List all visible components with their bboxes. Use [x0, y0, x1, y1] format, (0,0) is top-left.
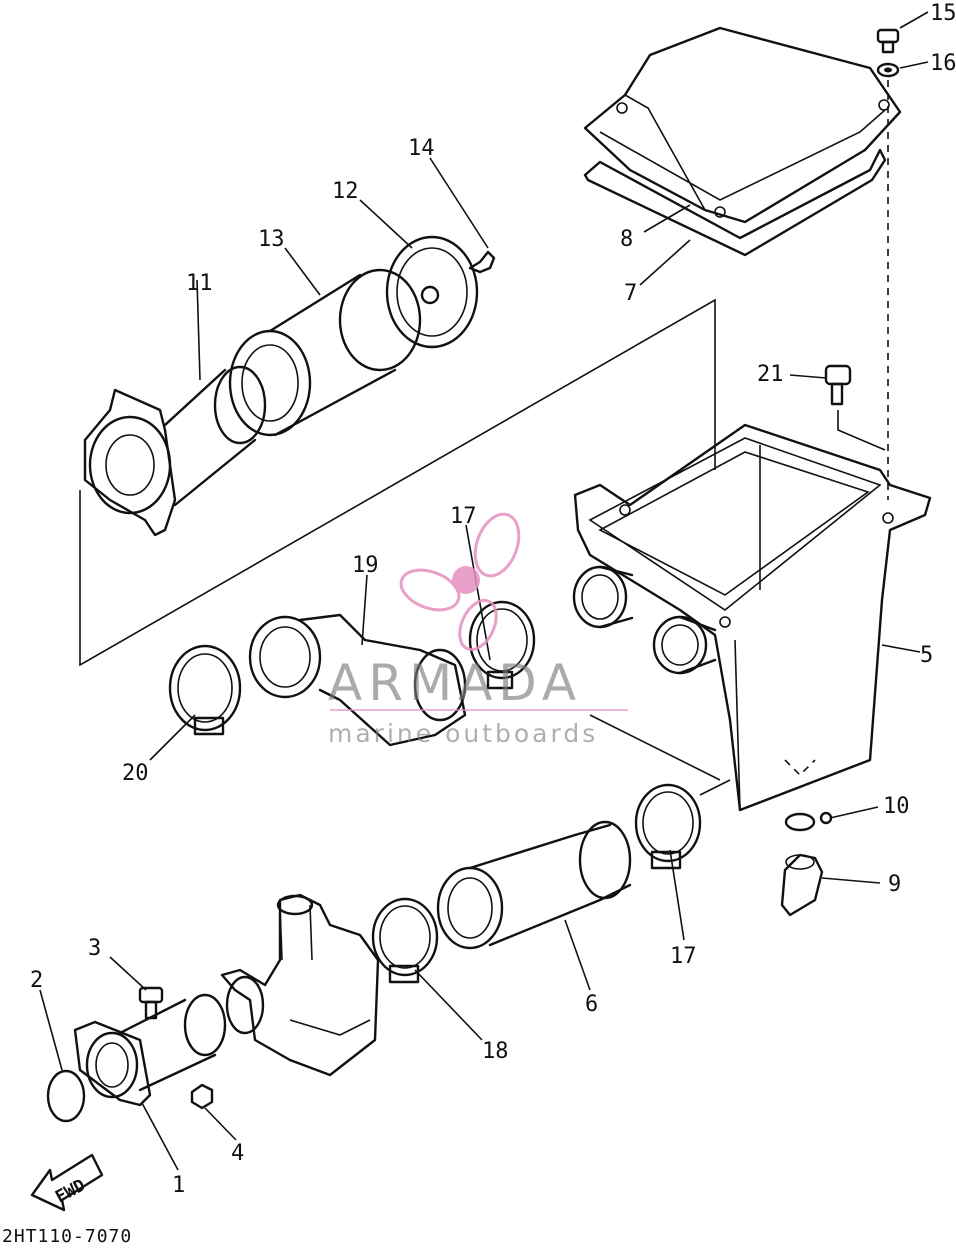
- callout-4: 4: [231, 1141, 244, 1166]
- gasket-2: [46, 1069, 86, 1123]
- callout-20: 20: [122, 761, 149, 786]
- air-box-cover: [583, 26, 902, 224]
- washer-16: [876, 62, 900, 78]
- callout-3: 3: [88, 936, 101, 961]
- clamp-18: [371, 897, 439, 984]
- watermark-subtitle: marine outboards: [328, 719, 598, 748]
- callout-labels: 15 16 14 12 13 11 8 7 21 17 19 5 20 10 9…: [30, 1, 956, 1198]
- callout-1: 1: [172, 1173, 185, 1198]
- forward-arrow: FWD: [30, 1153, 104, 1212]
- bolt-15: [876, 28, 900, 54]
- callout-11: 11: [186, 271, 213, 296]
- callout-12: 12: [332, 179, 359, 204]
- element-end-plate: [385, 235, 479, 349]
- callout-5: 5: [920, 643, 933, 668]
- wing-nut-14: [468, 250, 496, 274]
- callout-10: 10: [883, 794, 910, 819]
- propeller-logo: [399, 512, 521, 652]
- fwd-label: FWD: [52, 1175, 89, 1207]
- callout-17-lower: 17: [670, 944, 697, 969]
- drain-plug-9: [780, 853, 824, 917]
- callout-7: 7: [624, 281, 637, 306]
- carburetor-joint: [73, 993, 227, 1107]
- callout-8: 8: [620, 227, 633, 252]
- callout-9: 9: [888, 872, 901, 897]
- bolt-3: [138, 986, 164, 1020]
- air-box-gasket: [583, 148, 887, 257]
- clamp-20: [168, 644, 242, 736]
- air-joint-6: [436, 820, 632, 950]
- watermark-name: ARMADA: [328, 654, 582, 712]
- air-joint-19: [248, 613, 467, 747]
- clamp-17-lower: [634, 783, 702, 870]
- leader-lines: [39, 11, 929, 1171]
- callout-15: 15: [930, 1, 956, 26]
- nut-4: [190, 1083, 214, 1110]
- armada-watermark: ARMADA marine outboards: [328, 512, 628, 748]
- callout-16: 16: [930, 51, 956, 76]
- callout-19: 19: [352, 553, 379, 578]
- filter-holder: [83, 365, 267, 537]
- clamp-17-upper: [468, 600, 536, 690]
- air-filter-element: [228, 268, 422, 437]
- callout-21: 21: [757, 362, 784, 387]
- callout-17-upper: 17: [450, 504, 477, 529]
- carburetor: [220, 893, 380, 1077]
- callout-18: 18: [482, 1039, 509, 1064]
- clip-10: [784, 811, 833, 832]
- callout-6: 6: [585, 992, 598, 1017]
- air-box: [572, 423, 932, 812]
- diagram-code: 2HT110-7070: [2, 1226, 133, 1247]
- bolt-21: [824, 364, 852, 406]
- callout-13: 13: [258, 227, 285, 252]
- callout-14: 14: [408, 136, 435, 161]
- callout-2: 2: [30, 968, 43, 993]
